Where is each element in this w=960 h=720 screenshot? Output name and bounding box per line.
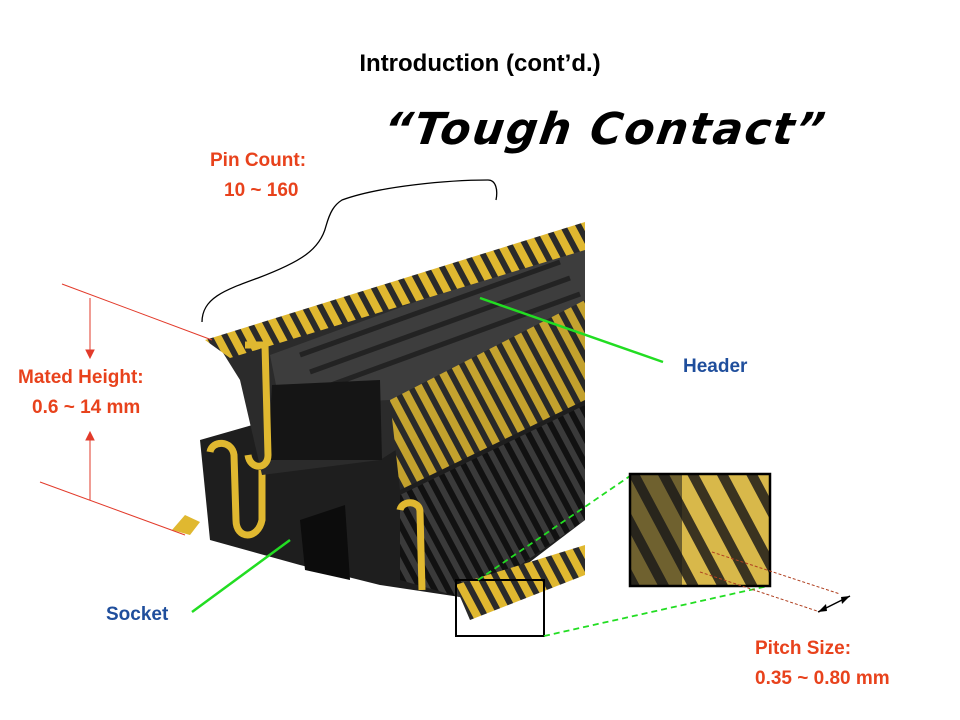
header-slots <box>299 259 581 392</box>
socket-pins <box>400 405 585 600</box>
zoom-shadow <box>630 474 682 586</box>
foot-pins <box>455 545 585 620</box>
socket-contact-right <box>396 499 426 591</box>
zoom-source-box <box>455 579 545 637</box>
slide-title: Introduction (cont’d.) <box>359 50 601 77</box>
header-cavity <box>268 380 382 460</box>
zoom-line-top <box>477 475 631 581</box>
pin-count-label: Pin Count: 10 ~ 160 <box>210 146 306 206</box>
mated-height-title: Mated Height: <box>18 367 144 388</box>
pin-count-title: Pin Count: <box>210 150 307 171</box>
socket-notch <box>300 505 350 580</box>
header-label: Header <box>683 356 748 377</box>
pitch-size-value: 0.35 ~ 0.80 mm <box>755 668 890 689</box>
zoom-frame <box>628 472 772 588</box>
header-contact-left <box>244 341 272 470</box>
zoom-line-bottom <box>543 585 769 637</box>
header-pins-side <box>390 300 585 490</box>
socket-contact-left <box>206 439 266 539</box>
mated-height-dimension <box>39 283 213 536</box>
pin-count-value: 10 ~ 160 <box>224 180 299 201</box>
pin-count-brace <box>201 179 498 323</box>
header-pointer <box>479 296 664 364</box>
socket-foot <box>172 515 200 535</box>
pitch-size-label: Pitch Size: 0.35 ~ 0.80 mm <box>755 634 890 694</box>
mated-height-label: Mated Height: 0.6 ~ 14 mm <box>18 363 144 423</box>
pitch-dimension <box>699 551 851 613</box>
pitch-size-title: Pitch Size: <box>755 638 852 659</box>
header-pins-top <box>205 222 585 358</box>
socket-label: Socket <box>106 604 169 625</box>
mated-height-value: 0.6 ~ 14 mm <box>32 397 141 418</box>
socket-pointer <box>191 538 291 614</box>
